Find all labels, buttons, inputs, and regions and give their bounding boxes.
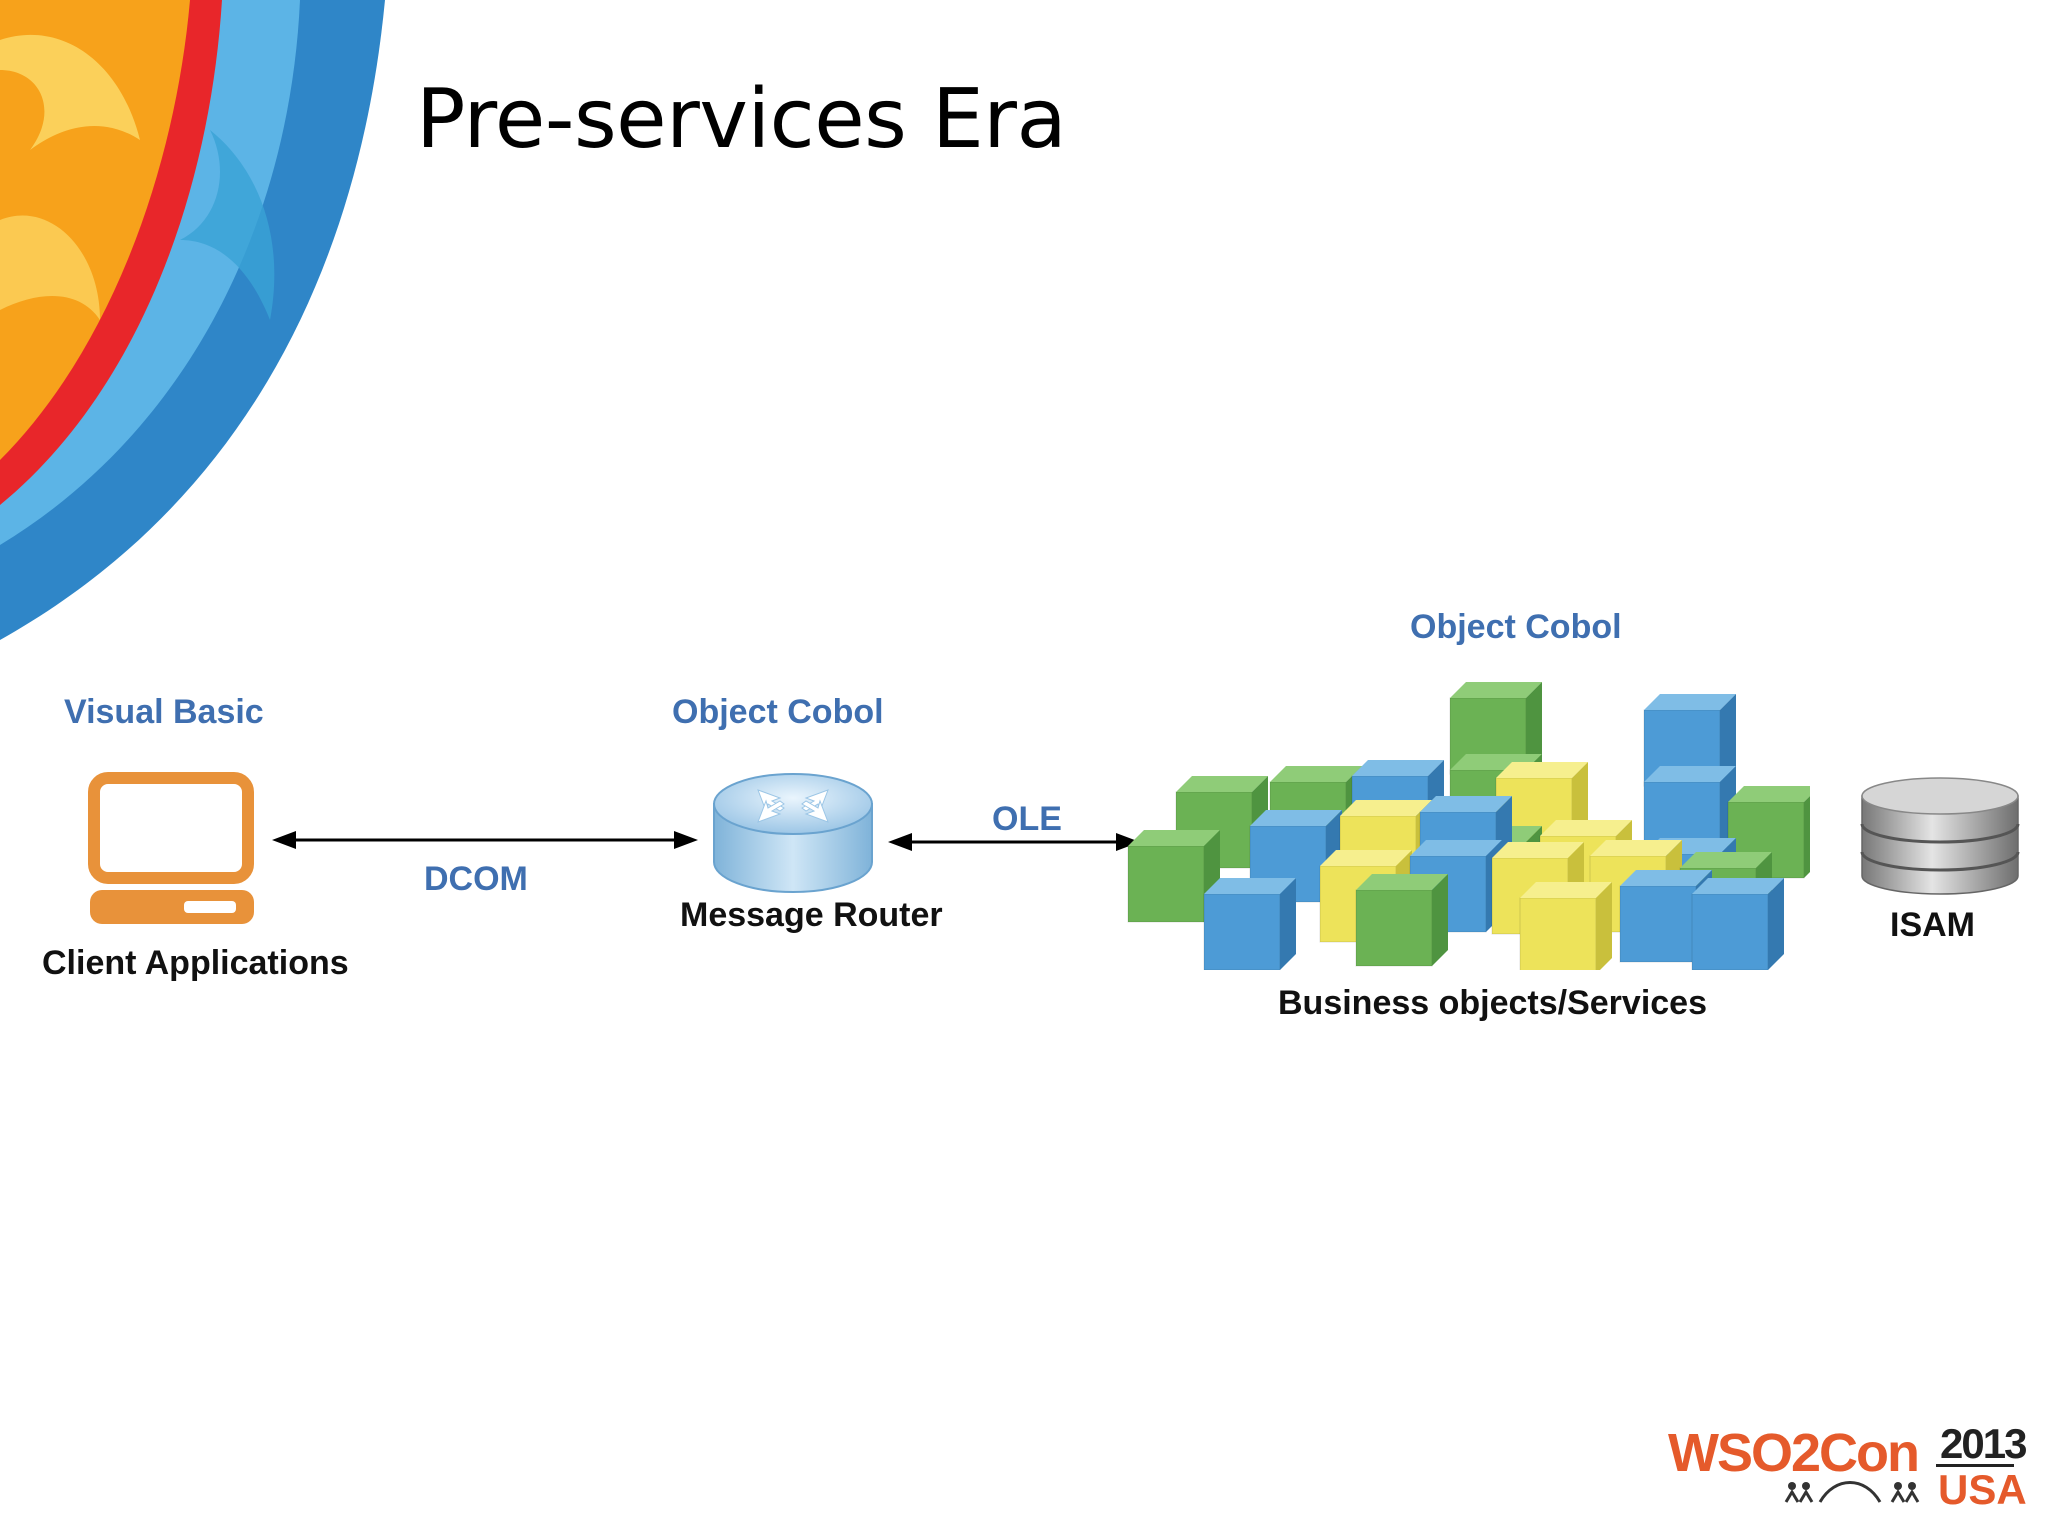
- client-tech-label: Visual Basic: [64, 693, 264, 731]
- logo-people-icon: [1784, 1481, 1920, 1503]
- client-label: Client Applications: [42, 944, 349, 982]
- router-icon: [713, 773, 873, 893]
- dcom-connection-arrow: [272, 831, 698, 849]
- event-logo-location: USA: [1938, 1466, 2027, 1513]
- cubes-cluster: [1127, 682, 1810, 970]
- logo-divider: [1936, 1464, 2014, 1467]
- services-tech-label: Object Cobol: [1410, 608, 1622, 646]
- slide-title: Pre-services Era: [416, 72, 1067, 167]
- database-icon: [1860, 777, 2020, 895]
- database-label: ISAM: [1890, 906, 1975, 944]
- cube-22: [1355, 874, 1448, 967]
- router-label: Message Router: [680, 896, 943, 934]
- services-label: Business objects/Services: [1278, 984, 1708, 1022]
- computer-icon: [88, 772, 254, 924]
- cube-25: [1691, 878, 1784, 970]
- event-logo-year: 2013: [1940, 1420, 2027, 1467]
- router-tech-label: Object Cobol: [672, 693, 884, 731]
- cube-21: [1203, 878, 1296, 970]
- decorative-corner-graphic: [0, 0, 385, 640]
- event-logo-brand: WSO2Con: [1668, 1423, 1920, 1483]
- cube-23: [1519, 882, 1612, 970]
- ole-connection-arrow: [888, 833, 1140, 851]
- dcom-label: DCOM: [424, 860, 528, 898]
- ole-label: OLE: [992, 800, 1062, 838]
